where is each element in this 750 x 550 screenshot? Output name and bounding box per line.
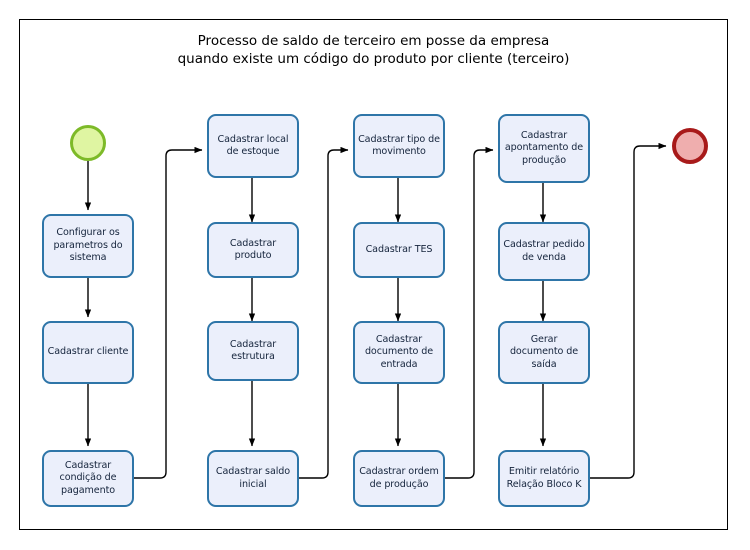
node-label: Cadastrar pedido de venda [503,239,585,263]
node-cadastrar-produto[interactable]: Cadastrar produto [207,222,299,278]
node-cadastrar-pedido-venda[interactable]: Cadastrar pedido de venda [498,222,590,281]
node-configurar-parametros[interactable]: Configurar os parametros do sistema [42,214,134,278]
title-line-2: quando existe um código do produto por c… [177,51,570,67]
node-label: Cadastrar tipo de movimento [358,133,440,157]
node-label: Gerar documento de saída [509,333,579,370]
node-gerar-documento-saida[interactable]: Gerar documento de saída [498,321,590,384]
node-cadastrar-estrutura[interactable]: Cadastrar estrutura [207,321,299,381]
end-event-circle[interactable] [672,128,708,164]
node-label: Cadastrar saldo inicial [215,466,291,490]
node-label: Cadastrar ordem de produção [359,466,439,490]
node-cadastrar-documento-entrada[interactable]: Cadastrar documento de entrada [353,321,445,384]
node-emitir-relatorio-bloco-k[interactable]: Emitir relatório Relação Bloco K [498,450,590,507]
node-cadastrar-tipo-movimento[interactable]: Cadastrar tipo de movimento [353,114,445,178]
node-label: Cadastrar estrutura [229,338,277,362]
node-cadastrar-ordem-producao[interactable]: Cadastrar ordem de produção [353,450,445,507]
node-label: Configurar os parametros do sistema [53,227,123,264]
start-event-circle[interactable] [70,125,106,161]
node-label: Cadastrar TES [365,243,433,255]
node-label: Cadastrar apontamento de produção [504,129,584,166]
node-label: Cadastrar local de estoque [217,133,289,157]
node-cadastrar-local-estoque[interactable]: Cadastrar local de estoque [207,114,299,178]
node-label: Emitir relatório Relação Bloco K [506,466,582,490]
node-label: Cadastrar cliente [47,346,129,358]
node-label: Cadastrar documento de entrada [364,333,434,370]
node-label: Cadastrar condição de pagamento [59,459,117,496]
node-cadastrar-saldo-inicial[interactable]: Cadastrar saldo inicial [207,450,299,507]
diagram-title: Processo de saldo de terceiro em posse d… [19,32,728,68]
title-line-1: Processo de saldo de terceiro em posse d… [197,33,550,49]
node-cadastrar-condicao-pagamento[interactable]: Cadastrar condição de pagamento [42,450,134,507]
node-cadastrar-cliente[interactable]: Cadastrar cliente [42,321,134,384]
node-cadastrar-apontamento-producao[interactable]: Cadastrar apontamento de produção [498,114,590,183]
node-cadastrar-tes[interactable]: Cadastrar TES [353,222,445,278]
node-label: Cadastrar produto [229,237,277,261]
